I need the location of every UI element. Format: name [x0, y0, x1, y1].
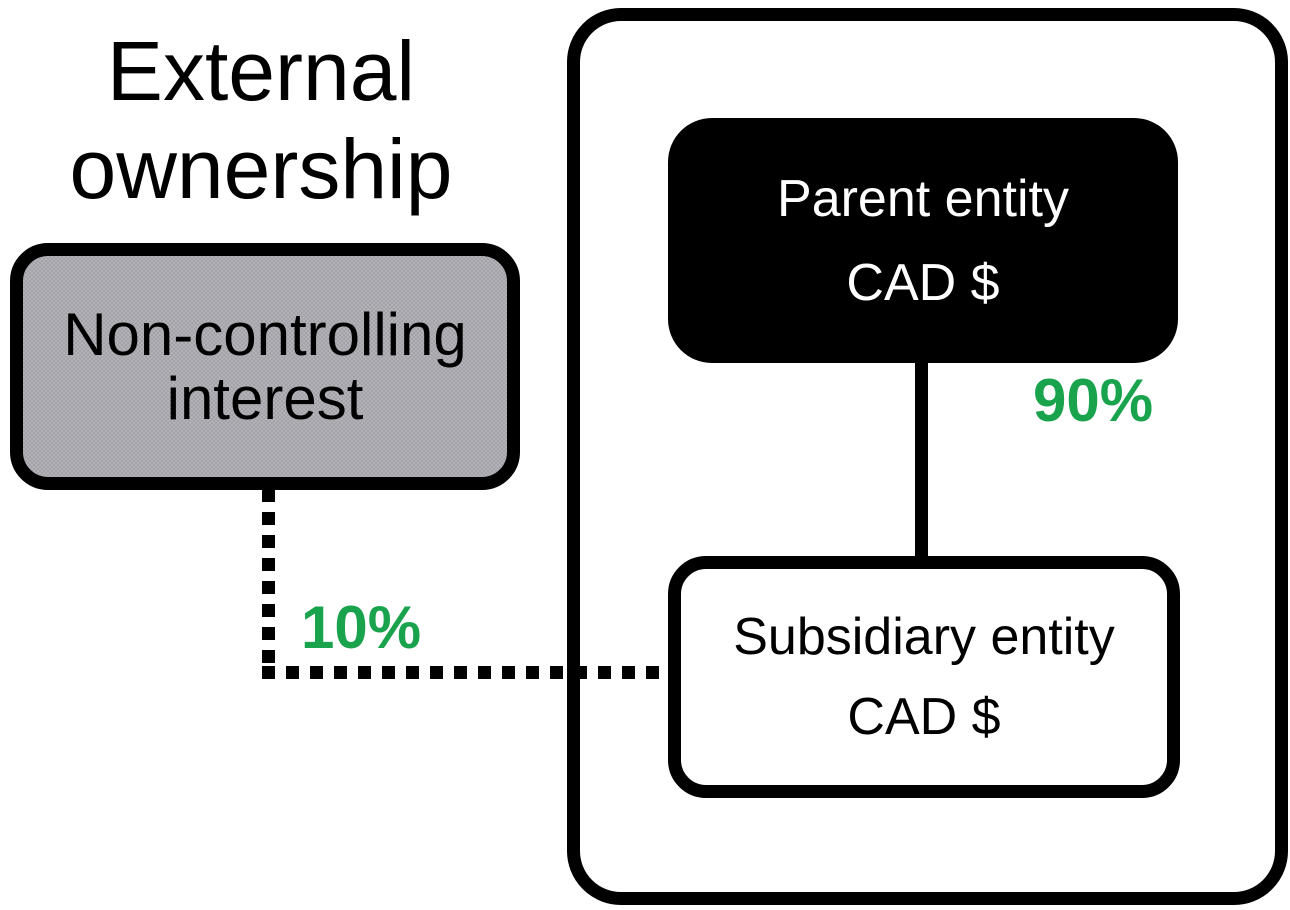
nci-label-line2: interest	[166, 364, 364, 432]
non-controlling-interest-box: Non-controlling interest	[10, 243, 520, 490]
nci-connector-line-vertical	[262, 489, 275, 679]
diagram-title-line1: External	[106, 24, 416, 118]
nci-ownership-percent-label: 10%	[301, 594, 422, 661]
parent-ownership-percent-label: 90%	[1033, 367, 1154, 434]
subsidiary-entity-name: Subsidiary entity	[733, 608, 1115, 666]
parent-entity-box: Parent entity CAD $	[668, 118, 1178, 363]
subsidiary-entity-box: Subsidiary entity CAD $	[668, 556, 1180, 798]
diagram-title: External ownership	[0, 22, 522, 218]
diagram-title-line2: ownership	[69, 122, 453, 216]
parent-entity-name: Parent entity	[777, 169, 1069, 228]
nci-connector-line-horizontal	[262, 666, 668, 679]
subsidiary-entity-currency: CAD $	[847, 688, 1001, 746]
parent-subsidiary-connector-line	[915, 358, 928, 560]
parent-entity-currency: CAD $	[846, 253, 1000, 312]
nci-label-line1: Non-controlling	[63, 300, 467, 368]
group-boundary	[567, 8, 1288, 905]
